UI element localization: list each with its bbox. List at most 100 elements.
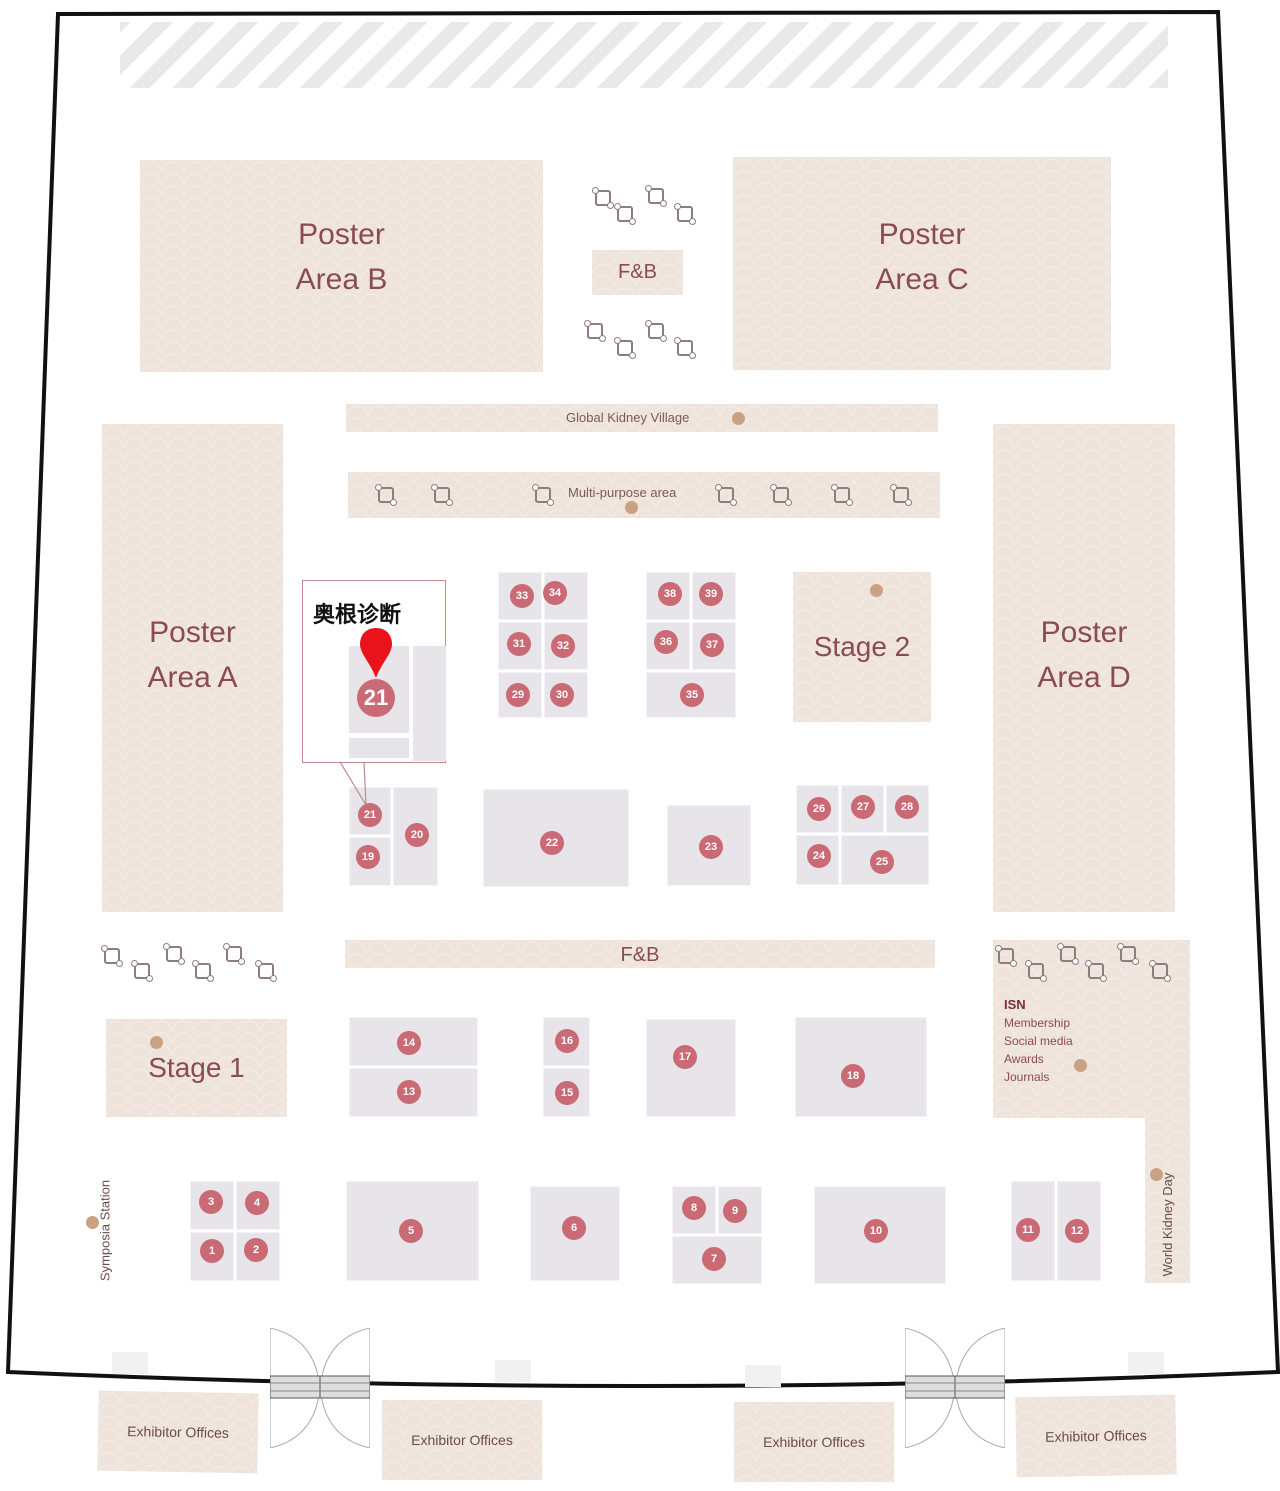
global-kidney-village[interactable]: Global Kidney Village	[346, 404, 938, 432]
poster-area-a-line1: Poster	[149, 616, 236, 649]
booth-number-badge[interactable]: 13	[397, 1080, 421, 1104]
booth-number-badge[interactable]: 23	[699, 835, 723, 859]
poster-area-d-line1: Poster	[1040, 616, 1128, 649]
highlighted-booth-badge[interactable]: 21	[357, 679, 395, 717]
booth-number-badge[interactable]: 16	[555, 1029, 579, 1053]
booth-number-badge[interactable]: 31	[507, 632, 531, 656]
booth-number-badge[interactable]: 34	[543, 581, 567, 605]
booth-number-badge[interactable]: 11	[1016, 1218, 1040, 1242]
poster-area-a-line2: Area A	[147, 661, 238, 694]
booth-number-badge[interactable]: 20	[405, 823, 429, 847]
table-chair-icon	[831, 484, 853, 506]
exhibitor-offices[interactable]: Exhibitor Offices	[1015, 1394, 1177, 1478]
location-dot	[1150, 1168, 1163, 1181]
booth-number-badge[interactable]: 26	[807, 797, 831, 821]
isn-item: Membership	[1004, 1016, 1071, 1030]
wall-box	[112, 1352, 148, 1374]
booth-number-badge[interactable]: 38	[658, 582, 682, 606]
booth-number-badge[interactable]: 32	[551, 634, 575, 658]
booth-number-badge[interactable]: 36	[654, 630, 678, 654]
stage-2-label: Stage 2	[813, 631, 911, 662]
booth-number-badge[interactable]: 25	[870, 850, 894, 874]
isn-item: Journals	[1004, 1070, 1050, 1084]
booth-number-badge[interactable]: 5	[399, 1219, 423, 1243]
booth-number-badge[interactable]: 8	[682, 1196, 706, 1220]
exhibitor-offices[interactable]: Exhibitor Offices	[382, 1400, 542, 1480]
table-chair-icon	[1085, 960, 1107, 982]
table-chair-icon	[375, 484, 397, 506]
booth-number-badge[interactable]: 18	[841, 1064, 865, 1088]
stage-1[interactable]: Stage 1	[106, 1019, 287, 1117]
booth-number-badge[interactable]: 17	[673, 1045, 697, 1069]
door-icon[interactable]	[905, 1328, 1005, 1448]
stage-2[interactable]: Stage 2	[793, 572, 931, 722]
poster-area-b-line1: Poster	[298, 218, 385, 251]
booth-number-badge[interactable]: 21	[358, 803, 382, 827]
booth-number-badge[interactable]: 6	[562, 1216, 586, 1240]
map-pin-icon	[360, 628, 392, 678]
table-chair-icon	[532, 484, 554, 506]
booth-number-badge[interactable]: 3	[199, 1190, 223, 1214]
booth-number-badge[interactable]: 37	[700, 633, 724, 657]
symposia-station-label: Symposia Station	[97, 1179, 113, 1282]
booth-shape	[413, 646, 446, 761]
table-chair-icon	[584, 320, 606, 342]
fb-middle-label: F&B	[620, 944, 660, 966]
table-chair-icon	[995, 945, 1017, 967]
fb-top-label: F&B	[618, 261, 657, 283]
exhibitor-offices[interactable]: Exhibitor Offices	[734, 1402, 894, 1482]
hatched-zone	[120, 22, 1168, 88]
booth-number-badge[interactable]: 24	[807, 844, 831, 868]
booth-number-badge[interactable]: 4	[245, 1191, 269, 1215]
booth-number-badge[interactable]: 19	[356, 845, 380, 869]
multi-purpose-area[interactable]: Multi-purpose area	[348, 472, 940, 518]
table-chair-icon	[645, 185, 667, 207]
multi-purpose-label: Multi-purpose area	[568, 485, 677, 500]
booth-number-badge[interactable]: 35	[680, 683, 704, 707]
door-icon[interactable]	[270, 1328, 370, 1448]
fb-top[interactable]: F&B	[592, 250, 683, 295]
booth-number-badge[interactable]: 7	[702, 1247, 726, 1271]
booth-number-badge[interactable]: 10	[864, 1219, 888, 1243]
booth-number-badge[interactable]: 29	[506, 683, 530, 707]
booth-number-badge[interactable]: 33	[510, 584, 534, 608]
booth-number-badge[interactable]: 27	[851, 795, 875, 819]
table-chair-icon	[101, 945, 123, 967]
table-chair-icon	[715, 484, 737, 506]
booth-number-badge[interactable]: 1	[200, 1239, 224, 1263]
location-dot	[150, 1036, 163, 1049]
wall-box	[495, 1360, 531, 1382]
table-chair-icon	[131, 960, 153, 982]
booth-number-badge[interactable]: 12	[1065, 1219, 1089, 1243]
global-kidney-village-label: Global Kidney Village	[566, 410, 690, 425]
location-dot	[625, 501, 638, 514]
table-chair-icon	[1117, 943, 1139, 965]
booth-number-badge[interactable]: 30	[550, 683, 574, 707]
fb-middle[interactable]: F&B	[345, 940, 935, 968]
poster-area-b-line2: Area B	[295, 263, 388, 296]
table-chair-icon	[1149, 960, 1171, 982]
isn-item: Awards	[1004, 1052, 1044, 1066]
booth-number-badge[interactable]: 9	[723, 1199, 747, 1223]
booth-space[interactable]	[645, 1018, 737, 1118]
isn-area[interactable]: ISN Membership Social media Awards Journ…	[993, 940, 1190, 1118]
poster-area-c-line2: Area C	[875, 263, 969, 296]
location-dot	[870, 584, 883, 597]
booth-number-badge[interactable]: 14	[397, 1031, 421, 1055]
booth-number-badge[interactable]: 15	[555, 1081, 579, 1105]
booth-number-badge[interactable]: 2	[244, 1238, 268, 1262]
booth-number-badge[interactable]: 39	[699, 582, 723, 606]
booth-number-badge[interactable]: 22	[540, 831, 564, 855]
world-kidney-day[interactable]: World Kidney Day	[1145, 1118, 1190, 1283]
table-chair-icon	[592, 187, 614, 209]
table-chair-icon	[674, 337, 696, 359]
booth-number-badge[interactable]: 28	[895, 795, 919, 819]
exhibitor-offices[interactable]: Exhibitor Offices	[97, 1390, 259, 1474]
table-chair-icon	[890, 484, 912, 506]
table-chair-icon	[674, 203, 696, 225]
